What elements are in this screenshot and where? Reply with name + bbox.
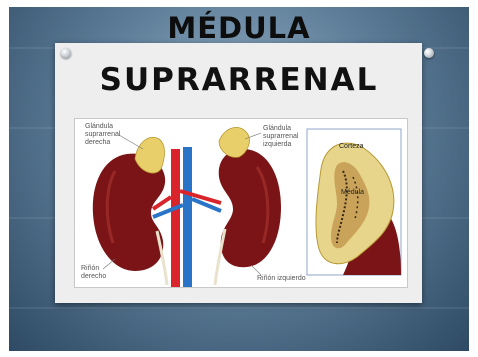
title-line-1: MÉDULA: [0, 11, 478, 45]
left-kidney-shape: [219, 149, 281, 267]
left-ureter: [215, 229, 225, 285]
label-right-kidney: Riñón derecho: [81, 265, 111, 281]
title-line-2: SUPRARRENAL: [0, 62, 478, 98]
label-medulla: Médula: [341, 189, 364, 196]
label-left-adrenal-gland: Glándula suprarrenal izquierda: [263, 125, 305, 149]
pin-right-icon: [424, 48, 434, 58]
anatomy-figure: Glándula suprarrenal derecha Glándula su…: [74, 118, 408, 288]
left-adrenal-gland: [219, 127, 249, 157]
leader-line: [251, 265, 261, 275]
pin-left-icon: [61, 48, 71, 58]
label-left-kidney: Riñón izquierdo: [257, 275, 317, 283]
label-right-adrenal-gland: Glándula suprarrenal derecha: [85, 123, 141, 147]
label-cortex: Corteza: [339, 143, 364, 150]
background-stripe: [9, 307, 469, 309]
aorta-vessel: [171, 149, 180, 287]
vena-cava-vessel: [183, 147, 192, 287]
